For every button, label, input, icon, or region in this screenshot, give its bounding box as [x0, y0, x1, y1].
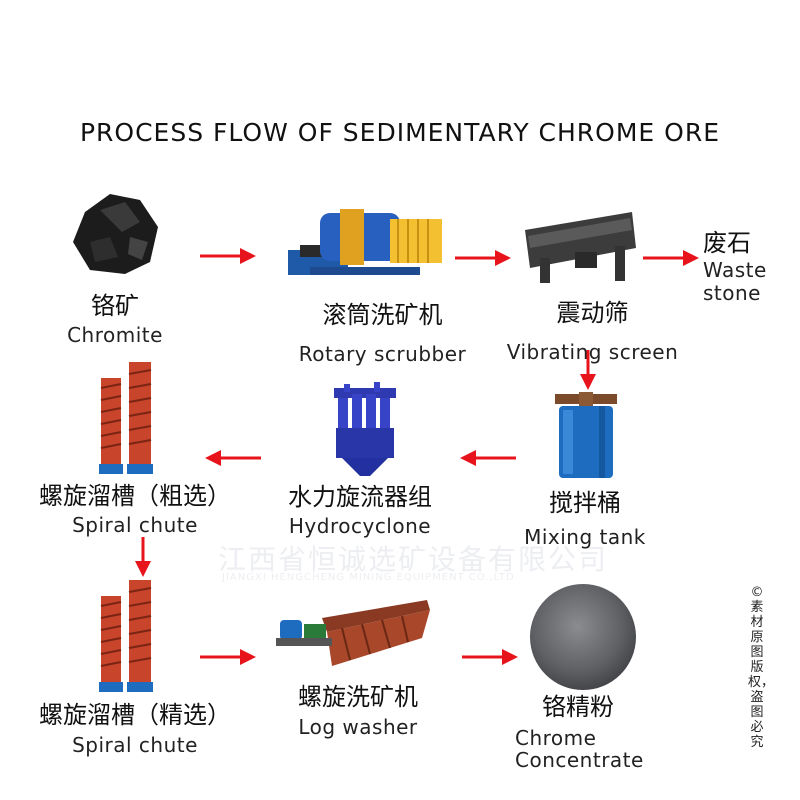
chrome-concentrate-image [530, 584, 636, 690]
hydrocyclone-image [334, 382, 396, 476]
arrow-screen-to-waste [643, 250, 699, 266]
mixing-tank-image [555, 392, 617, 478]
log-washer-en-label: Log washer [298, 715, 418, 739]
node-waste-stone: 废石 Waste stone [703, 228, 783, 305]
log-washer-image [276, 600, 430, 666]
arrow-spiral-to-logwasher [200, 649, 256, 665]
waste-cn-label: 废石 [703, 229, 751, 257]
rotary-scrubber-image [288, 209, 442, 275]
vibrating-screen-image [525, 212, 636, 283]
node-vibrating-screen: 震动筛 Vibrating screen [495, 298, 690, 364]
node-rotary-scrubber: 滚筒洗矿机 Rotary scrubber [285, 300, 480, 366]
spiral-fine-cn-label: 螺旋溜槽（精选） [39, 701, 231, 729]
node-hydrocyclone: 水力旋流器组 Hydrocyclone [270, 482, 450, 538]
node-mixing-tank: 搅拌桶 Mixing tank [505, 488, 665, 549]
rotary-en-label: Rotary scrubber [298, 342, 467, 366]
arrow-rotary-to-screen [455, 250, 511, 266]
spiral-fine-en-label: Spiral chute [72, 733, 198, 757]
spiral-rough-cn-label: 螺旋溜槽（粗选） [39, 482, 231, 510]
concentrate-en-label-2: Concentrate [515, 748, 644, 772]
mixing-en-label: Mixing tank [524, 525, 646, 549]
log-washer-cn-label: 螺旋洗矿机 [298, 683, 418, 711]
watermark-text: 江西省恒诚选矿设备有限公司 [218, 543, 609, 576]
rotary-cn-label: 滚筒洗矿机 [322, 301, 443, 329]
node-chromite: 铬矿 Chromite [55, 291, 175, 347]
diagram-title: PROCESS FLOW OF SEDIMENTARY CHROME ORE [79, 118, 721, 147]
spiral-chute-fine-image [99, 580, 153, 692]
hydro-cn-label: 水力旋流器组 [288, 483, 432, 511]
arrow-hydro-to-spiral [205, 450, 261, 466]
arrow-mixing-to-hydro [460, 450, 516, 466]
arrow-chromite-to-rotary [200, 248, 256, 264]
concentrate-cn-label: 铬精粉 [542, 693, 614, 721]
arrow-screen-to-mixing [580, 350, 596, 390]
node-log-washer: 螺旋洗矿机 Log washer [278, 682, 438, 739]
waste-en-label-2: stone [703, 281, 761, 305]
copyright-note: ©素材原图版权，盗图必究 [748, 585, 775, 750]
node-spiral-chute-rough: 螺旋溜槽（粗选） Spiral chute [20, 481, 250, 537]
concentrate-en-label-1: Chrome [515, 726, 597, 750]
arrow-rough-to-fine [135, 537, 151, 577]
watermark-subtext: JIANGXI HENGCHENG MINING EQUIPMENT CO.,L… [222, 572, 515, 583]
node-spiral-chute-fine: 螺旋溜槽（精选） Spiral chute [20, 700, 250, 757]
vibrating-en-label: Vibrating screen [506, 340, 679, 364]
mixing-cn-label: 搅拌桶 [549, 489, 621, 517]
vibrating-cn-label: 震动筛 [556, 299, 629, 327]
spiral-rough-en-label: Spiral chute [72, 513, 198, 537]
hydro-en-label: Hydrocyclone [288, 514, 432, 538]
waste-en-label-1: Waste [703, 258, 767, 282]
node-chrome-concentrate: 铬精粉 Chrome Concentrate [515, 692, 665, 771]
chromite-image [73, 194, 158, 274]
chromite-en-label: Chromite [67, 323, 163, 347]
spiral-chute-rough-image [99, 362, 153, 474]
arrow-logwasher-to-concentrate [462, 649, 518, 665]
chromite-cn-label: 铬矿 [91, 292, 139, 320]
